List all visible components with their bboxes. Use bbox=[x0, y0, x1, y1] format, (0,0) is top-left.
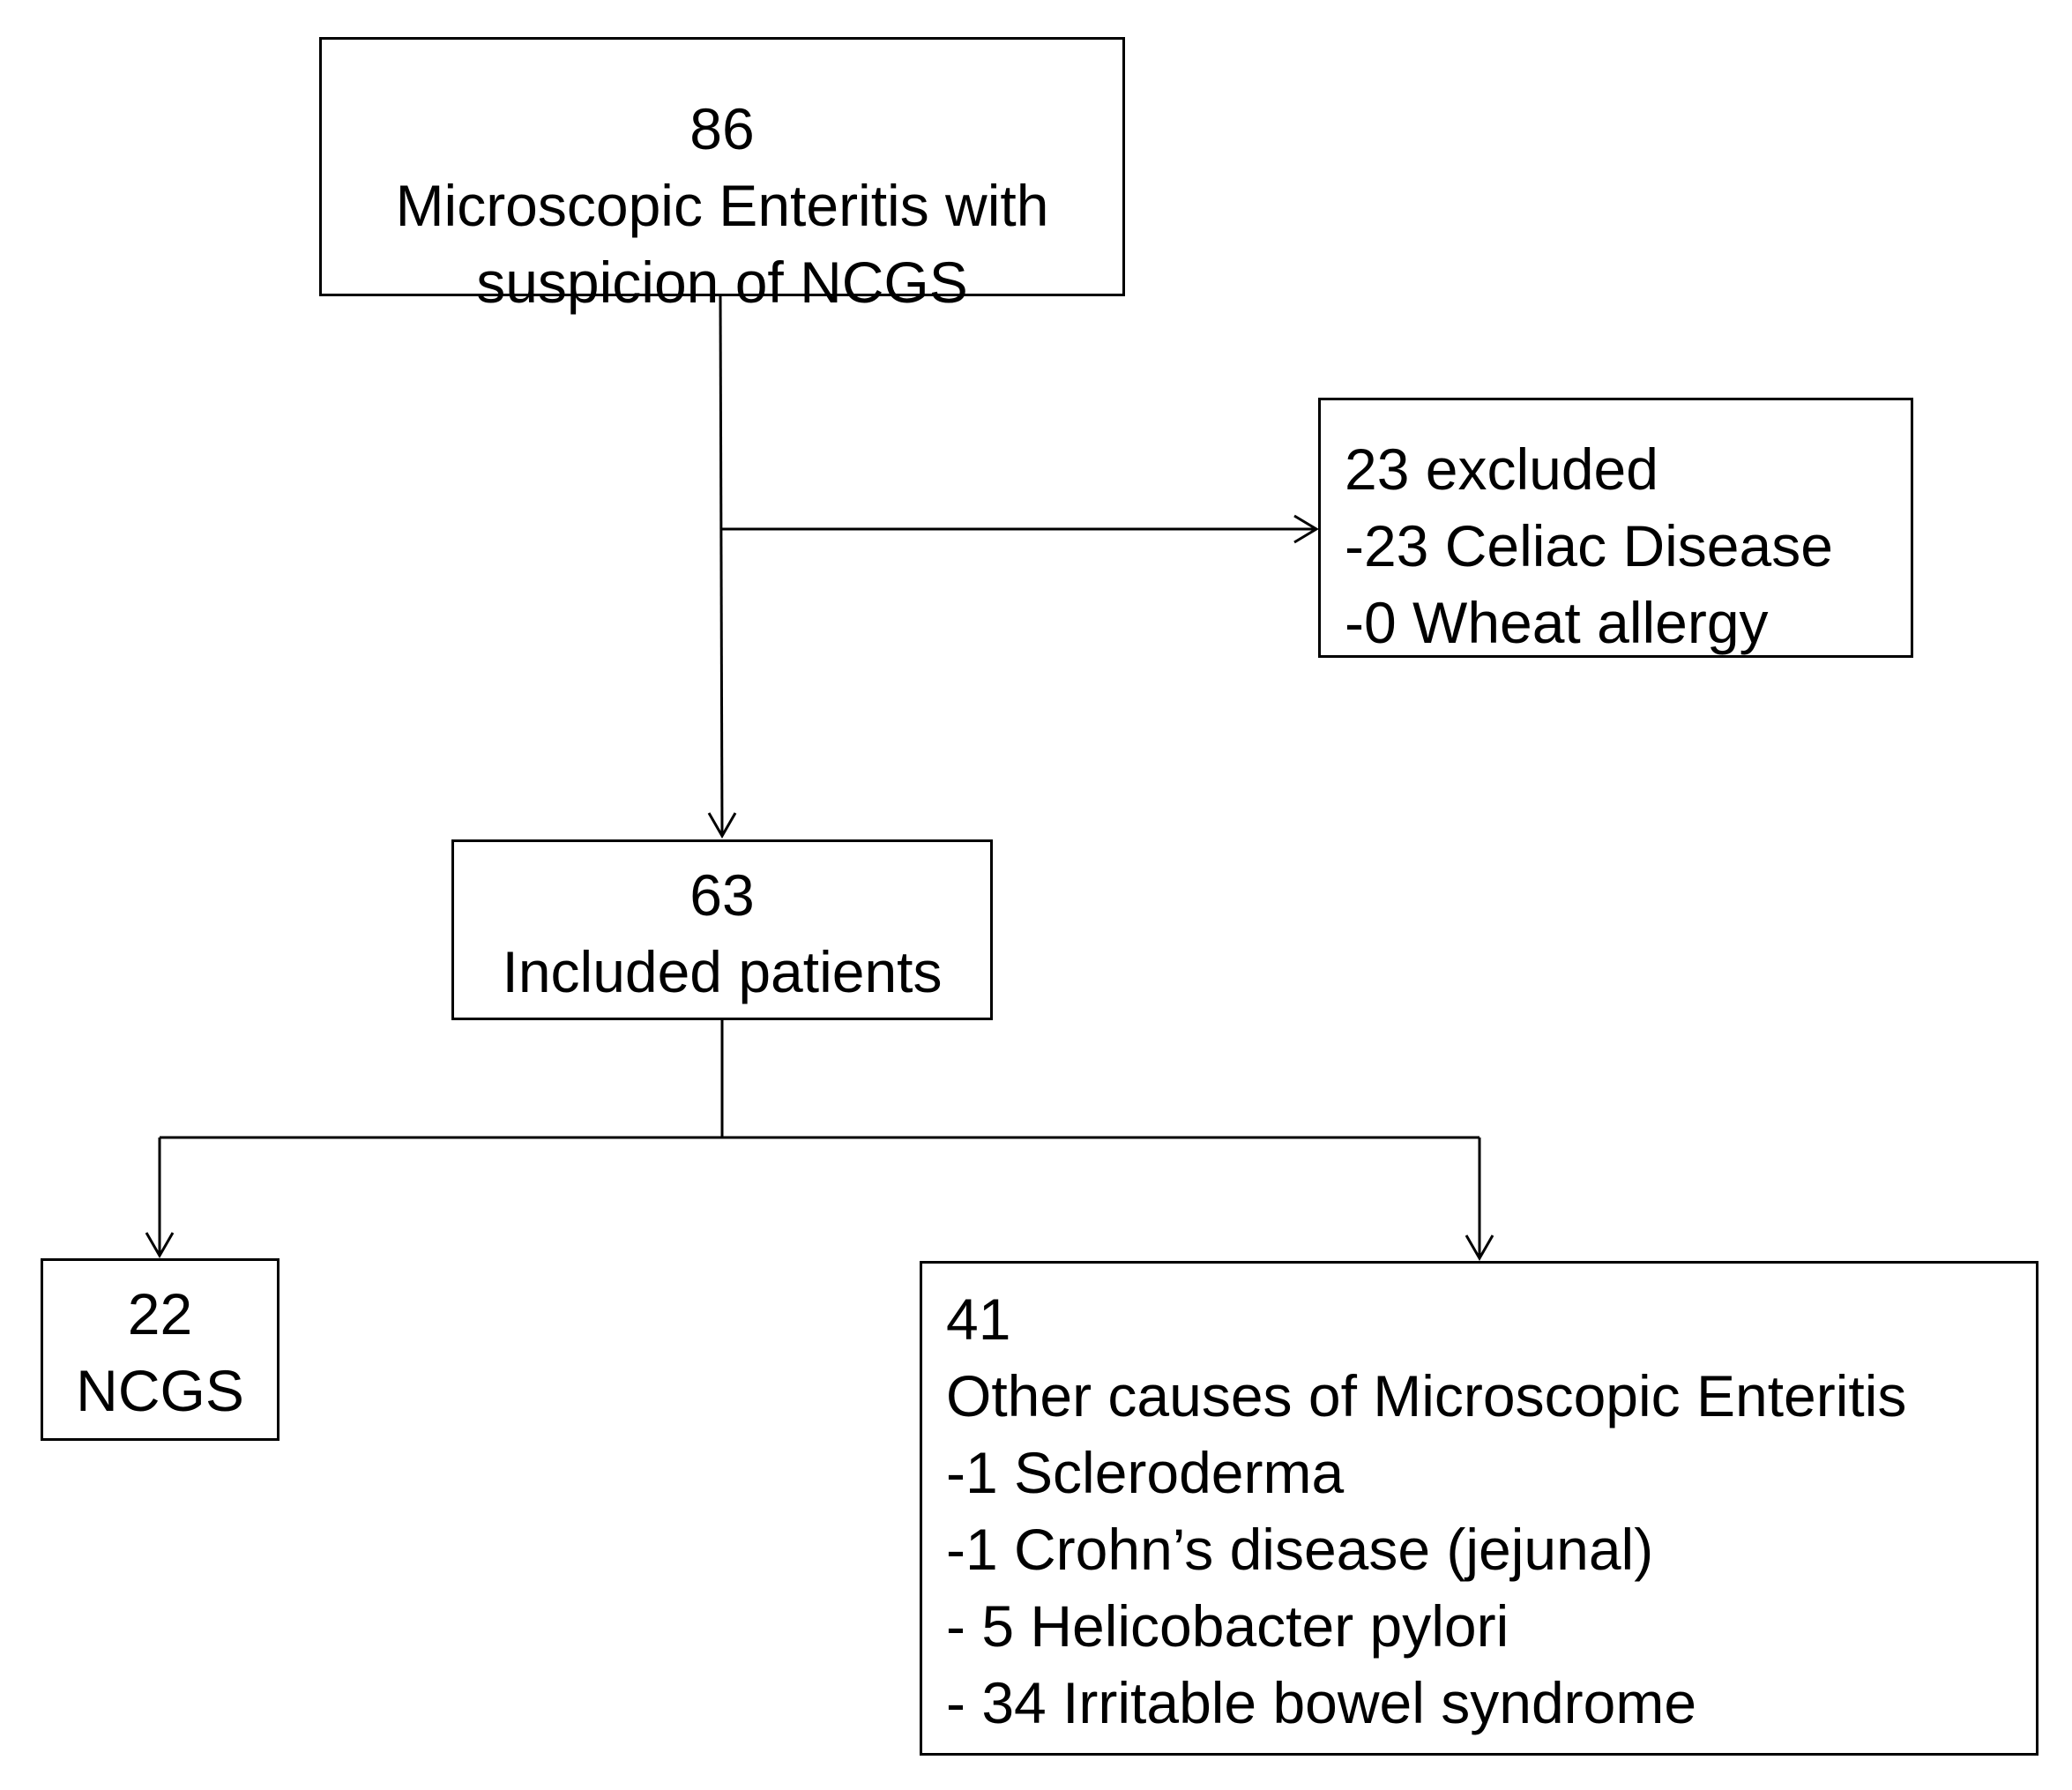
other-item-h-pylori: - 5 Helicobacter pylori bbox=[946, 1593, 1509, 1659]
start-box: 86 Microscopic Enteritis with suspicion … bbox=[319, 37, 1125, 315]
connector-start-to-included bbox=[719, 295, 724, 837]
other-item-crohns: -1 Crohn’s disease (jejunal) bbox=[946, 1517, 1654, 1582]
included-count: 63 bbox=[689, 862, 755, 928]
other-item-ibs: - 34 Irritable bowel syndrome bbox=[946, 1670, 1697, 1735]
excluded-total: 23 excluded bbox=[1345, 436, 1658, 502]
other-label: Other causes of Microscopic Enteritis bbox=[946, 1363, 1907, 1428]
arrowhead-included bbox=[707, 812, 737, 839]
start-line-2: suspicion of NCGS bbox=[476, 250, 968, 315]
arrowhead-ncgs bbox=[145, 1232, 175, 1259]
other-count: 41 bbox=[946, 1287, 1011, 1352]
arrowhead-excluded bbox=[1293, 514, 1319, 544]
ncgs-box: 22 NCGS bbox=[41, 1258, 279, 1441]
included-box: 63 Included patients bbox=[451, 839, 993, 1020]
start-count: 86 bbox=[689, 96, 755, 161]
excluded-wheat-allergy: -0 Wheat allergy bbox=[1345, 590, 1769, 655]
other-item-scleroderma: -1 Scleroderma bbox=[946, 1440, 1345, 1505]
excluded-celiac: -23 Celiac Disease bbox=[1345, 513, 1833, 578]
start-line-1: Microscopic Enteritis with bbox=[395, 173, 1049, 238]
ncgs-count: 22 bbox=[127, 1281, 193, 1346]
other-causes-box: 41 Other causes of Microscopic Enteritis… bbox=[920, 1261, 2038, 1756]
arrowhead-other bbox=[1465, 1234, 1494, 1262]
excluded-box: 23 excluded -23 Celiac Disease -0 Wheat … bbox=[1318, 398, 1913, 658]
ncgs-label: NCGS bbox=[76, 1358, 244, 1423]
included-label: Included patients bbox=[502, 939, 943, 1004]
